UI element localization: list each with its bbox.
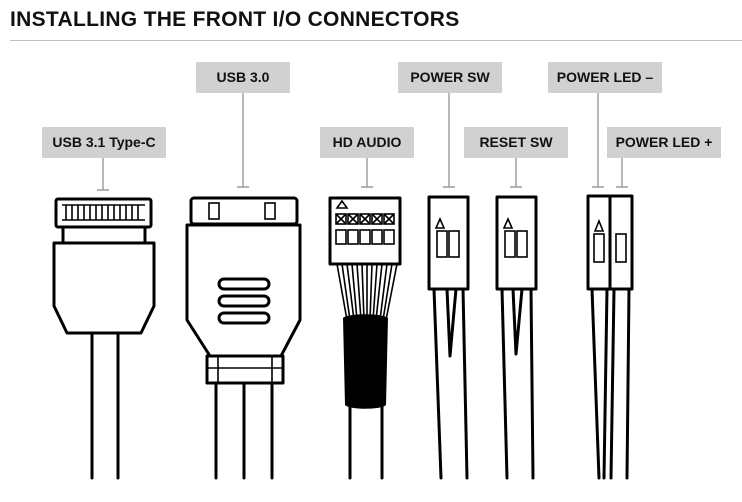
leader-reset-sw: [510, 158, 522, 188]
label-reset-sw: RESET SW: [464, 127, 568, 158]
usb31-type-c-connector: [52, 197, 156, 480]
page-title: INSTALLING THE FRONT I/O CONNECTORS: [10, 8, 460, 31]
usb30-connector: [185, 196, 302, 480]
leader-power-led-minus: [592, 93, 604, 188]
label-power-sw: POWER SW: [398, 62, 502, 93]
leader-power-led-plus: [616, 158, 628, 188]
power-sw-connector: [427, 195, 470, 480]
leader-power-sw: [443, 93, 455, 188]
leader-usb30: [237, 93, 249, 188]
title-divider: [10, 40, 742, 41]
label-power-led-minus: POWER LED –: [548, 62, 662, 93]
label-usb31-type-c: USB 3.1 Type-C: [42, 127, 166, 158]
reset-sw-connector: [495, 195, 538, 480]
label-usb30: USB 3.0: [196, 62, 290, 93]
power-led-plus-connector: [608, 194, 634, 480]
leader-usb31-type-c: [97, 158, 109, 191]
hd-audio-connector: [328, 196, 402, 480]
power-led-minus-connector: [586, 194, 612, 480]
leader-lines: [97, 93, 628, 191]
label-power-led-plus: POWER LED +: [607, 127, 721, 158]
leader-hd-audio: [361, 158, 373, 188]
label-hd-audio: HD AUDIO: [320, 127, 414, 158]
